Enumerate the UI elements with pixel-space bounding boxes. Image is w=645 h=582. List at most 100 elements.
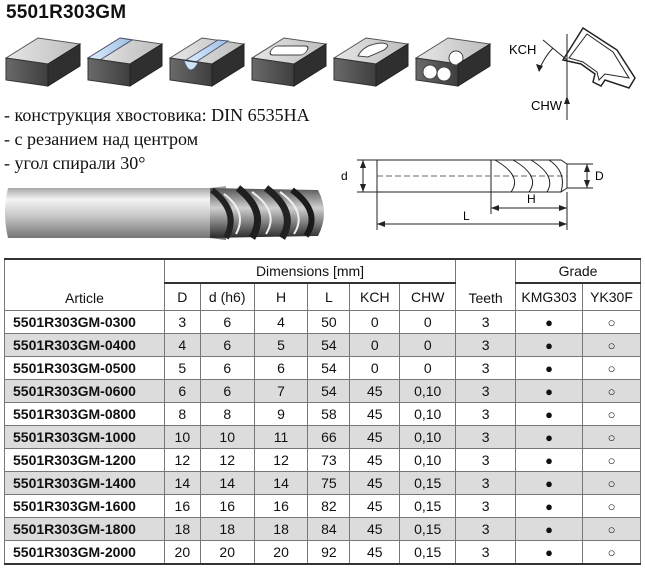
teeth-header: Teeth (455, 258, 517, 311)
table-cell: 3 (455, 494, 517, 518)
table-cell: 0 (349, 356, 401, 380)
flute-length-label: H (527, 192, 536, 206)
table-cell: 6 (199, 379, 255, 403)
block-slot-milling-icon (168, 37, 246, 87)
table-cell: 54 (307, 356, 351, 380)
product-title: 5501R303GM (6, 2, 127, 23)
table-cell: 0 (399, 356, 457, 380)
table-cell: 3 (455, 517, 517, 541)
table-cell: 6 (199, 356, 255, 380)
table-cell: 92 (307, 540, 351, 565)
col-header: L (307, 282, 351, 311)
article-cell: 5501R303GM-1400 (4, 471, 165, 495)
grade-availability-cell: ● (515, 402, 583, 426)
table-cell: 45 (349, 425, 401, 449)
grade-availability-cell: ● (515, 494, 583, 518)
table-cell: 6 (253, 356, 309, 380)
table-cell: 3 (455, 310, 517, 334)
table-cell: 12 (163, 448, 201, 472)
machining-operations-illustration (4, 37, 492, 87)
table-cell: 3 (455, 379, 517, 403)
grade-header: Grade (515, 258, 641, 284)
table-cell: 8 (199, 402, 255, 426)
grade-availability-cell: ○ (581, 448, 642, 472)
grade-availability-cell: ○ (581, 517, 642, 541)
table-cell: 3 (455, 402, 517, 426)
article-cell: 5501R303GM-0300 (4, 310, 165, 334)
table-cell: 0 (399, 333, 457, 357)
block-plunge-milling-icon (414, 37, 492, 87)
table-cell: 16 (163, 494, 201, 518)
table-cell: 3 (455, 540, 517, 565)
table-cell: 3 (455, 471, 517, 495)
grade-availability-cell: ● (515, 310, 583, 334)
table-cell: 4 (163, 333, 201, 357)
table-cell: 84 (307, 517, 351, 541)
table-cell: 3 (163, 310, 201, 334)
grade-availability-cell: ● (515, 356, 583, 380)
table-cell: 18 (199, 517, 255, 541)
table-cell: 6 (199, 310, 255, 334)
table-cell: 45 (349, 402, 401, 426)
block-step-milling-icon (86, 37, 164, 87)
grade-availability-cell: ● (515, 540, 583, 565)
table-cell: 75 (307, 471, 351, 495)
grade-availability-cell: ● (515, 517, 583, 541)
end-mill-dimension-drawing: d D H L (341, 159, 604, 230)
table-cell: 3 (455, 425, 517, 449)
grade-availability-cell: ○ (581, 471, 642, 495)
table-cell: 0,15 (399, 494, 457, 518)
article-cell: 5501R303GM-1000 (4, 425, 165, 449)
grade-availability-cell: ● (515, 425, 583, 449)
grade-availability-cell: ● (515, 471, 583, 495)
article-cell: 5501R303GM-0800 (4, 402, 165, 426)
block-face-milling-icon (4, 37, 82, 87)
table-cell: 7 (253, 379, 309, 403)
feature-item: - конструкция хвостовика: DIN 6535HA (4, 105, 310, 125)
table-cell: 16 (253, 494, 309, 518)
table-cell: 0,15 (399, 540, 457, 565)
article-cell: 5501R303GM-1800 (4, 517, 165, 541)
table-cell: 14 (253, 471, 309, 495)
table-cell: 12 (253, 448, 309, 472)
table-cell: 0,10 (399, 379, 457, 403)
table-cell: 58 (307, 402, 351, 426)
table-cell: 9 (253, 402, 309, 426)
article-cell: 5501R303GM-2000 (4, 540, 165, 565)
article-cell: 5501R303GM-0500 (4, 356, 165, 380)
shank-diameter-label: d (341, 169, 348, 183)
table-cell: 12 (199, 448, 255, 472)
dimensions-table: Article Dimensions [mm] Teeth Grade D d … (4, 258, 642, 565)
table-cell: 54 (307, 379, 351, 403)
grade-availability-cell: ○ (581, 402, 642, 426)
table-cell: 6 (199, 333, 255, 357)
table-cell: 54 (307, 333, 351, 357)
grade-availability-cell: ○ (581, 333, 642, 357)
overall-length-label: L (463, 209, 470, 223)
chamfer-profile-drawing: KCH CHW (509, 26, 636, 120)
table-cell: 3 (455, 356, 517, 380)
table-cell: 73 (307, 448, 351, 472)
table-cell: 18 (163, 517, 201, 541)
table-cell: 45 (349, 517, 401, 541)
col-header: KCH (349, 282, 401, 311)
table-cell: 66 (307, 425, 351, 449)
table-cell: 20 (163, 540, 201, 565)
table-cell: 4 (253, 310, 309, 334)
col-header: CHW (399, 282, 457, 311)
feature-list: - конструкция хвостовика: DIN 6535HA - с… (4, 103, 310, 175)
feature-item: - с резанием над центром (4, 129, 199, 149)
table-cell: 20 (253, 540, 309, 565)
col-header: H (253, 282, 309, 311)
article-cell: 5501R303GM-1200 (4, 448, 165, 472)
table-cell: 45 (349, 448, 401, 472)
feature-item: - угол спирали 30° (4, 153, 146, 173)
table-cell: 3 (455, 333, 517, 357)
